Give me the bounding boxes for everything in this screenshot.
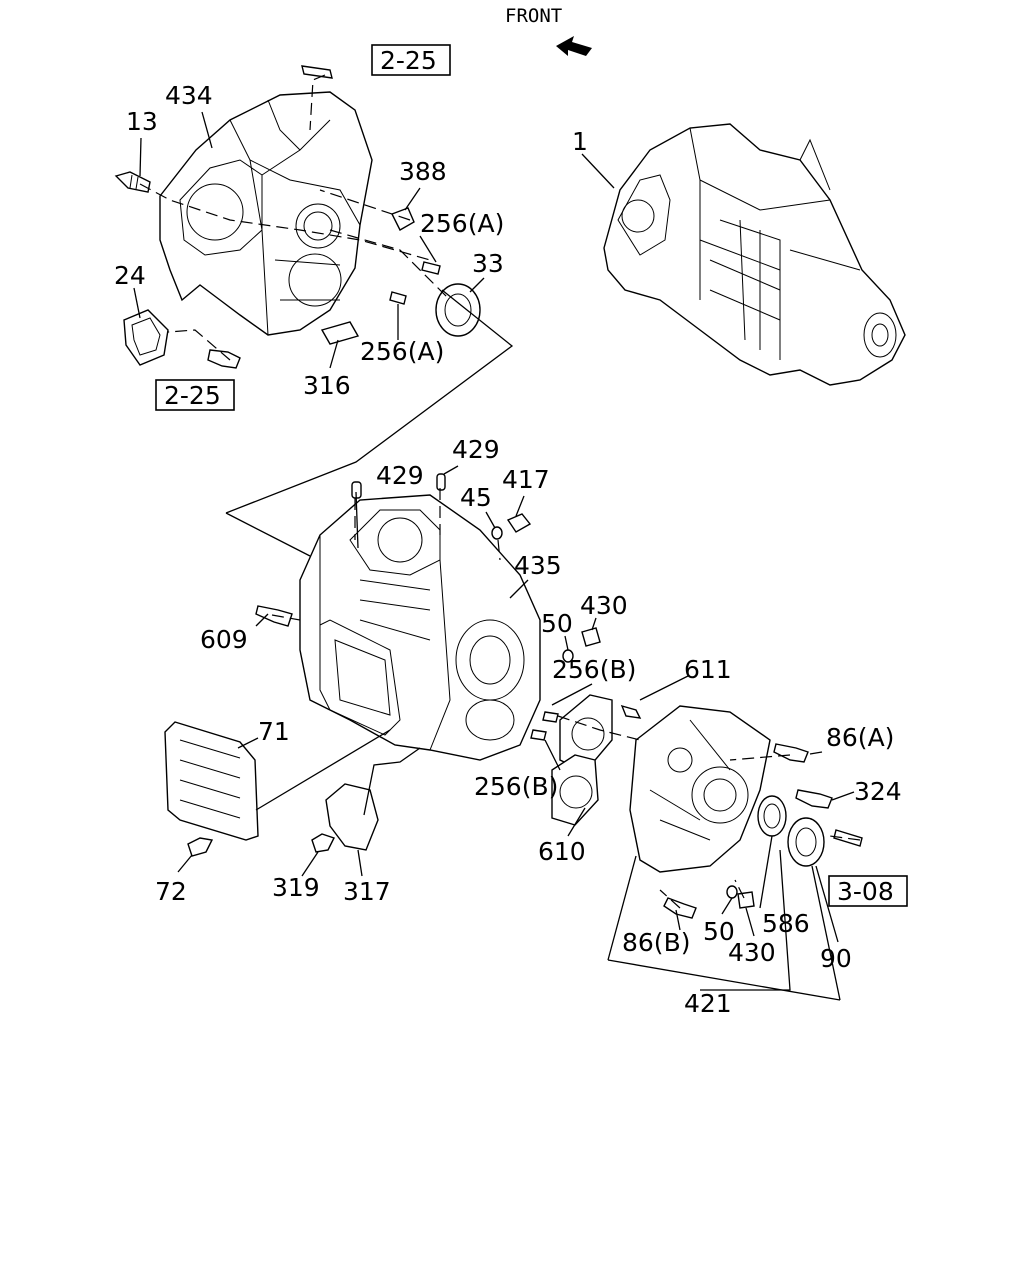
bolt-86a xyxy=(773,743,809,763)
bolt-72 xyxy=(187,837,214,857)
pin-256b-upper xyxy=(542,711,559,723)
switch-24 xyxy=(123,309,169,366)
alignment-lines xyxy=(139,74,861,909)
oring-45 xyxy=(491,526,503,540)
callout-319: 319 xyxy=(272,873,320,902)
seal-586 xyxy=(757,795,787,837)
callout-610: 610 xyxy=(538,837,586,866)
gasket-610 xyxy=(551,754,599,826)
seal-90 xyxy=(787,817,825,867)
callout-434: 434 xyxy=(165,81,213,110)
callout-417: 417 xyxy=(502,465,550,494)
callout-430-upper: 430 xyxy=(580,591,628,620)
clutch-housing-434 xyxy=(159,91,373,336)
bolt-lower-left xyxy=(207,349,241,369)
plug-430-upper xyxy=(581,627,601,647)
callout-72: 72 xyxy=(155,877,187,906)
oring-50-lower xyxy=(726,885,738,899)
callout-50-lower: 50 xyxy=(703,917,735,946)
callout-429-lower: 429 xyxy=(376,461,424,490)
callout-50-upper: 50 xyxy=(541,609,573,638)
bolt-319 xyxy=(311,833,335,853)
callout-256a-lower: 256(A) xyxy=(360,337,444,366)
ref-3-08: 3-08 xyxy=(837,877,894,906)
callout-429-upper: 429 xyxy=(452,435,500,464)
leader-lines xyxy=(133,111,855,1001)
callout-586: 586 xyxy=(762,909,810,938)
extension-housing-421 xyxy=(629,705,771,873)
plug-430-lower xyxy=(737,891,755,909)
ref-box-3-08[interactable]: 3-08 xyxy=(828,875,908,907)
plate-316 xyxy=(320,321,360,345)
callout-86a: 86(A) xyxy=(826,723,894,752)
front-label: FRONT xyxy=(505,5,562,27)
callout-256b-lower: 256(B) xyxy=(474,772,558,801)
callout-256a-upper: 256(A) xyxy=(420,209,504,238)
callout-33: 33 xyxy=(472,249,504,278)
callout-611: 611 xyxy=(684,655,732,684)
callout-256b-upper: 256(B) xyxy=(552,655,636,684)
callout-421: 421 xyxy=(684,989,732,1018)
callout-317: 317 xyxy=(343,877,391,906)
ref-box-2-25-left[interactable]: 2-25 xyxy=(155,379,235,411)
callout-90: 90 xyxy=(820,944,852,973)
callout-1: 1 xyxy=(572,127,588,156)
bolt-13 xyxy=(114,171,151,193)
stud-3-08 xyxy=(833,829,863,847)
bolt-609 xyxy=(255,605,293,627)
callout-24: 24 xyxy=(114,261,146,290)
callout-13: 13 xyxy=(126,107,158,136)
bushing-388 xyxy=(391,207,415,231)
front-arrow-icon xyxy=(556,36,592,56)
callout-435: 435 xyxy=(514,551,562,580)
pin-256a-upper xyxy=(421,261,441,275)
ref-2-25-top: 2-25 xyxy=(380,46,437,75)
callout-388: 388 xyxy=(399,157,447,186)
transmission-case-435 xyxy=(299,494,541,761)
pin-256a-lower xyxy=(389,291,407,305)
plug-417 xyxy=(506,513,532,533)
pin-256b-lower xyxy=(530,729,547,741)
ref-box-2-25-top[interactable]: 2-25 xyxy=(371,44,451,76)
callout-324: 324 xyxy=(854,777,902,806)
gasket-upper xyxy=(559,694,613,773)
dowel-429-right xyxy=(436,473,446,491)
bolt-324 xyxy=(795,789,833,809)
callout-609: 609 xyxy=(200,625,248,654)
transmission-assembly-1 xyxy=(603,123,906,386)
plate-317 xyxy=(325,783,379,851)
callout-45: 45 xyxy=(460,483,492,512)
bolt-611 xyxy=(620,704,642,719)
ref-2-25-left: 2-25 xyxy=(164,381,221,410)
cover-71 xyxy=(164,721,259,841)
stud-upper xyxy=(301,65,333,79)
callout-labels: 434 13 388 256(A) 33 24 256(A) 316 1 429… xyxy=(114,81,902,1018)
oil-seal-33 xyxy=(435,283,481,337)
callout-430-lower: 430 xyxy=(728,938,776,967)
callout-71: 71 xyxy=(258,717,290,746)
callout-86b: 86(B) xyxy=(622,928,690,957)
callout-316: 316 xyxy=(303,371,351,400)
